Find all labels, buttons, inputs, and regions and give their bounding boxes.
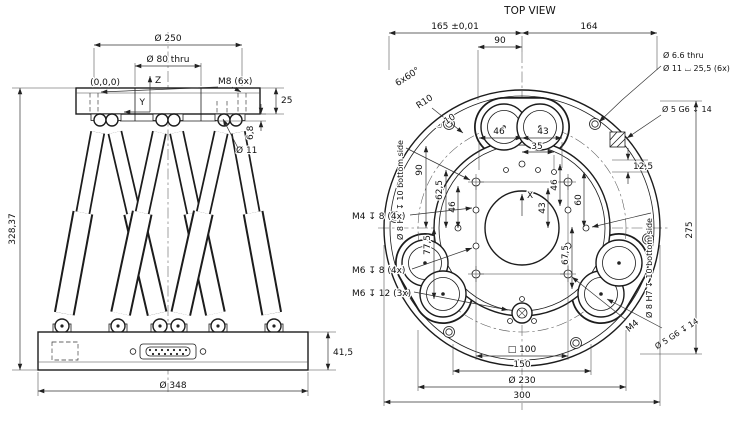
- dim-43-right: 43: [538, 202, 548, 213]
- dim-300: 300: [513, 391, 530, 401]
- dim-164: 164: [580, 22, 597, 32]
- dim-diameter-230: Ø 230: [508, 375, 535, 386]
- detail-marker: [609, 131, 626, 148]
- origin-label: (0,0,0): [90, 78, 120, 88]
- label-m8-holes: M8 (6x): [218, 77, 252, 87]
- label-d11-counterbore: Ø 11 ⌴ 25,5 (6x): [663, 63, 730, 73]
- hexapod-leg: [53, 131, 106, 316]
- hexapod-leg: [230, 131, 283, 316]
- label-d5g6-top: Ø 5 G6 ↧ 14: [662, 104, 712, 114]
- dim-plate-thickness: 25: [281, 96, 292, 106]
- dim-67-5: 67,5: [561, 245, 571, 265]
- dim-165: 165 ±0,01: [431, 22, 479, 32]
- note-r10: R10: [415, 93, 436, 111]
- top-dimensions: 165 ±0,01 164 90 6x60° R10 ⌵ 10 Ø 8 H7 ↧…: [351, 21, 731, 406]
- front-view: Ø 250 Ø 80 thru M8 (6x) Z Y (0,0,0) 25: [7, 32, 354, 396]
- mounting-square: [475, 181, 569, 275]
- outer-ring: [383, 89, 661, 367]
- dim-12-5: 12,5: [633, 162, 653, 172]
- dim-46-left: 46: [448, 201, 458, 213]
- view-title: TOP VIEW: [503, 5, 556, 17]
- dim-diameter-80: Ø 80 thru: [147, 54, 190, 65]
- label-d8h7-left: Ø 8 H7 ↧ 10 bottom side: [395, 140, 405, 240]
- axis-y-label: Y: [139, 98, 146, 108]
- dim-base-height: 41,5: [333, 348, 353, 358]
- dim-diameter-11: Ø 11: [236, 145, 257, 156]
- label-m6-12-3x: M6 ↧ 12 (3x): [352, 289, 411, 299]
- dim-77-5: 77,5: [423, 235, 433, 255]
- top-view: TOP VIEW: [351, 4, 731, 410]
- outer-bolt-holes: [389, 118, 654, 349]
- leg-joints: [52, 113, 284, 334]
- note-6x60: 6x60°: [394, 66, 422, 89]
- label-d8h7-right: Ø 8 H7 ↧ 10 bottom side: [644, 218, 654, 318]
- dim-35: 35: [531, 142, 542, 152]
- bottom-connector-feature: [507, 296, 537, 324]
- note-cs10: ⌵ 10: [434, 112, 457, 132]
- hexapod-leg: [170, 130, 229, 316]
- dim-total-height: 328,37: [8, 213, 18, 245]
- center-hole: [484, 190, 560, 266]
- base-plate: [37, 331, 309, 371]
- label-d66-thru: Ø 6.6 thru: [663, 50, 704, 60]
- label-m4: M4: [624, 318, 641, 335]
- axis-x-label: X: [527, 191, 533, 201]
- dsub-connector: [129, 343, 207, 360]
- dim-46-right: 46: [550, 179, 560, 191]
- hexapod-leg: [110, 130, 167, 316]
- dim-90-top: 90: [494, 36, 506, 46]
- label-m4-8-4x: M4 ↧ 8 (4x): [352, 212, 405, 222]
- front-dimensions: Ø 250 Ø 80 thru M8 (6x) Z Y (0,0,0) 25: [7, 32, 354, 396]
- dim-step: 6,8: [246, 125, 256, 140]
- dim-90-left: 90: [415, 164, 425, 176]
- origin-axes: Z Y (0,0,0): [89, 75, 162, 115]
- dim-diameter-250: Ø 250: [154, 33, 181, 44]
- dim-150: 150: [513, 360, 530, 370]
- dim-62-5: 62,5: [435, 180, 445, 200]
- axis-z-label: Z: [155, 76, 161, 86]
- dim-60: 60: [574, 194, 584, 206]
- hexapod-legs: [53, 130, 283, 316]
- dim-46-top: 46: [493, 127, 505, 137]
- dim-43-top: 43: [537, 127, 548, 137]
- dim-square-100: □ 100: [508, 345, 537, 355]
- dim-diameter-348: Ø 348: [159, 380, 186, 391]
- dim-275: 275: [685, 221, 695, 238]
- label-m6-8-4x: M6 ↧ 8 (4x): [352, 266, 405, 276]
